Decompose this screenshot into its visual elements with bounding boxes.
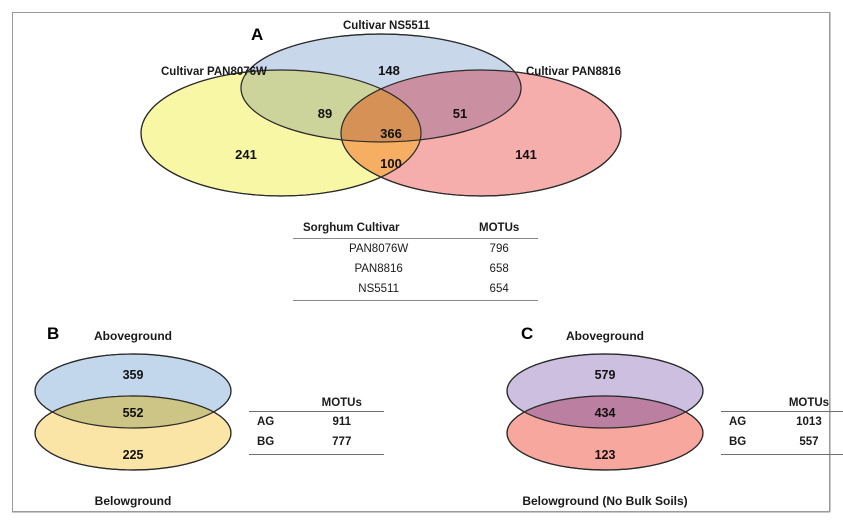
venn-a-count-pan8076w-only: 241 <box>235 147 257 162</box>
table-a-cell-motus: 796 <box>489 243 509 255</box>
table-b-cell-value: 911 <box>332 416 352 428</box>
table-b-header-blank <box>249 393 300 412</box>
table-header-row: MOTUs <box>721 393 843 412</box>
table-b-ag-bg-motus: MOTUs AG 911 BG 777 <box>249 393 384 455</box>
venn-a-label-ns5511: Cultivar NS5511 <box>343 20 431 32</box>
table-a-cell-motus: 658 <box>489 263 509 275</box>
table-row: BG 557 <box>721 432 843 455</box>
venn-a-count-ns5511-pan8816: 51 <box>453 106 467 121</box>
panel-a: A Cultivar NS5511 Cultivar PAN8076W Cult… <box>13 13 713 203</box>
table-row: AG 1013 <box>721 412 843 433</box>
venn-b-label-belowground: Belowground <box>95 494 172 508</box>
table-c-ag-bg-motus: MOTUs AG 1013 BG 557 <box>721 393 843 455</box>
venn-a-count-pan8816-only: 141 <box>515 147 537 162</box>
venn-c-count-bottom-only: 123 <box>595 448 616 462</box>
table-a-header-cultivar: Sorghum Cultivar <box>293 218 461 239</box>
venn-b-overlap <box>35 396 231 428</box>
venn-b-count-bottom-only: 225 <box>123 448 144 462</box>
table-a-header-motus: MOTUs <box>460 218 538 239</box>
table-c-cell-label: BG <box>721 432 769 455</box>
table-a-cell-cultivar: PAN8816 <box>354 263 403 275</box>
table-a-cell-cultivar: PAN8076W <box>349 243 409 255</box>
figure-frame: A Cultivar NS5511 Cultivar PAN8076W Cult… <box>12 12 843 513</box>
table-row: AG 911 <box>249 412 384 433</box>
table-header-row: Sorghum Cultivar MOTUs <box>293 218 538 239</box>
venn-a-count-pan8076w-ns5511: 89 <box>318 106 332 121</box>
table-c-cell-label: AG <box>729 416 747 428</box>
table-b-header-motus: MOTUs <box>299 393 384 412</box>
table-row: PAN8076W 796 <box>293 239 538 260</box>
venn-c-overlap <box>507 396 703 428</box>
panel-a-letter: A <box>251 25 263 44</box>
venn-c-count-top-only: 579 <box>595 368 616 382</box>
table-a-cell-cultivar: NS5511 <box>293 279 461 301</box>
table-cultivar-motus: Sorghum Cultivar MOTUs PAN8076W 796 PAN8… <box>293 218 538 301</box>
venn-diagram-c: C Aboveground Belowground (No Bulk Soils… <box>506 324 704 508</box>
venn-b-count-top-only: 359 <box>123 368 144 382</box>
table-c-header-motus: MOTUs <box>768 393 843 412</box>
table-c-cell-value: 557 <box>768 432 843 455</box>
table-b-cell-label: AG <box>257 416 275 428</box>
venn-a-count-all-three: 366 <box>380 126 402 141</box>
venn-a-count-pan8076w-pan8816: 100 <box>380 156 402 171</box>
table-row: BG 777 <box>249 432 384 455</box>
table-b-cell-label: BG <box>249 432 300 455</box>
table-c-header-blank <box>721 393 769 412</box>
panel-b: B Aboveground Belowground 359 552 225 <box>21 313 261 513</box>
venn-a-label-pan8076w: Cultivar PAN8076W <box>161 66 267 78</box>
table-row: NS5511 654 <box>293 279 538 301</box>
venn-c-count-overlap: 434 <box>595 406 616 420</box>
venn-b-label-aboveground: Aboveground <box>94 329 172 343</box>
venn-a-label-pan8816: Cultivar PAN8816 <box>526 66 621 78</box>
table-header-row: MOTUs <box>249 393 384 412</box>
venn-diagram-a: A Cultivar NS5511 Cultivar PAN8076W Cult… <box>140 20 622 197</box>
table-a-cell-motus: 654 <box>460 279 538 301</box>
table-c-cell-value: 1013 <box>796 416 822 428</box>
table-row: PAN8816 658 <box>293 259 538 279</box>
table-b-cell-value: 777 <box>299 432 384 455</box>
venn-c-label-belowground: Belowground (No Bulk Soils) <box>522 494 687 508</box>
panel-c-letter: C <box>521 324 533 343</box>
venn-c-label-aboveground: Aboveground <box>566 329 644 343</box>
panel-b-letter: B <box>47 324 59 343</box>
venn-b-count-overlap: 552 <box>123 406 144 420</box>
venn-a-count-ns5511-only: 148 <box>378 63 400 78</box>
venn-diagram-b: B Aboveground Belowground 359 552 225 <box>34 324 232 508</box>
panel-c: C Aboveground Belowground (No Bulk Soils… <box>493 313 733 513</box>
